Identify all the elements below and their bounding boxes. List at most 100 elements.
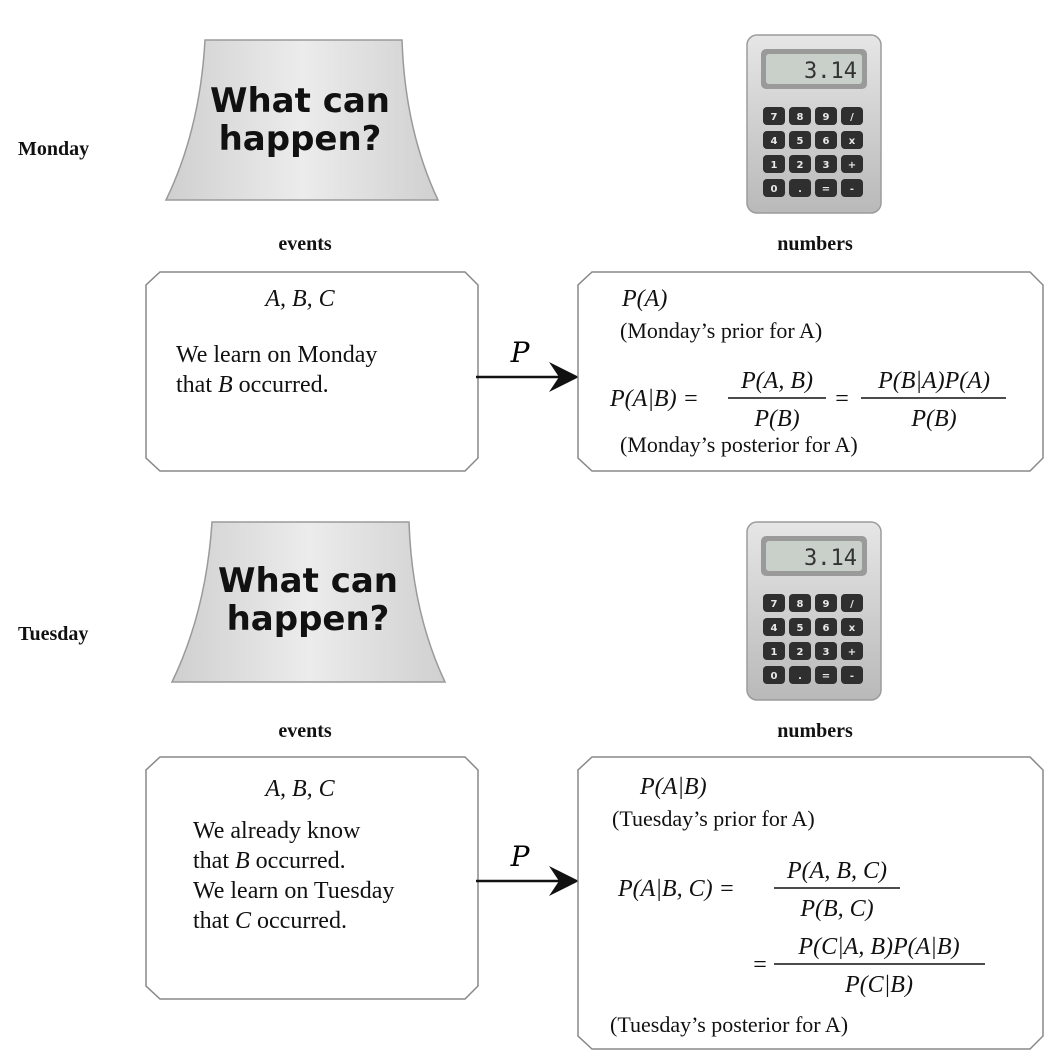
calculator-key bbox=[841, 179, 863, 197]
calculator-key-label: + bbox=[848, 160, 856, 171]
calculator-key bbox=[789, 131, 811, 149]
calculator-key bbox=[763, 642, 785, 660]
calculator-key-label: = bbox=[822, 671, 830, 682]
calculator-key-label: 8 bbox=[797, 112, 804, 123]
calculator-key-label: 3 bbox=[823, 647, 830, 658]
events-text-line2: that B occurred. bbox=[176, 372, 329, 398]
calculator-key-label: 6 bbox=[823, 623, 830, 634]
calculator-key-label: + bbox=[848, 647, 856, 658]
events-label: events bbox=[278, 720, 332, 742]
calculator-key bbox=[815, 131, 837, 149]
calculator-key bbox=[815, 666, 837, 684]
fraction1-denominator: P(B) bbox=[753, 406, 799, 432]
posterior-lhs: P(A|B) = bbox=[609, 386, 699, 412]
calculator-key bbox=[841, 107, 863, 125]
posterior-lhs: P(A|B, C) = bbox=[617, 876, 735, 902]
calculator-screen bbox=[766, 541, 862, 571]
sign-line1: What can bbox=[218, 561, 398, 601]
sign-line2: happen? bbox=[219, 119, 382, 159]
calculator-key bbox=[763, 107, 785, 125]
calculator-key bbox=[841, 666, 863, 684]
calculator-key-label: - bbox=[850, 671, 854, 682]
calculator-key bbox=[789, 594, 811, 612]
calculator-key-label: 0 bbox=[771, 184, 778, 195]
calculator-key bbox=[841, 618, 863, 636]
calculator-key bbox=[763, 179, 785, 197]
sign-monday: What can happen? bbox=[164, 39, 440, 201]
calculator-key bbox=[815, 642, 837, 660]
calculator-key-label: x bbox=[849, 623, 856, 634]
calculator-key-label: / bbox=[850, 599, 854, 610]
calculator-key-label: 4 bbox=[771, 136, 778, 147]
equals-sign: = bbox=[753, 952, 767, 978]
calculator-key bbox=[763, 666, 785, 684]
calculator-display: 3.14 bbox=[804, 59, 857, 84]
events-vars: A, B, C bbox=[263, 286, 335, 312]
fraction2-numerator: P(C|A, B)P(A|B) bbox=[797, 934, 959, 960]
calculator-key bbox=[841, 155, 863, 173]
calculator-key-label: 2 bbox=[797, 160, 804, 171]
fraction2-numerator: P(B|A)P(A) bbox=[877, 368, 990, 394]
calculator-key bbox=[789, 179, 811, 197]
calculator-key-label: / bbox=[850, 112, 854, 123]
calculator-screen bbox=[766, 54, 862, 84]
events-label: events bbox=[278, 233, 332, 255]
calculator-key bbox=[815, 179, 837, 197]
calculator-key-label: 7 bbox=[771, 599, 778, 610]
calculator-display: 3.14 bbox=[804, 546, 857, 571]
posterior-caption: (Monday’s posterior for A) bbox=[620, 432, 858, 457]
calculator-key-label: 2 bbox=[797, 647, 804, 658]
calculator-key-label: 4 bbox=[771, 623, 778, 634]
calculator-key-label: 7 bbox=[771, 112, 778, 123]
calculator-key bbox=[841, 642, 863, 660]
fraction1-denominator: P(B, C) bbox=[799, 896, 873, 922]
calculator-key-label: 8 bbox=[797, 599, 804, 610]
events-box bbox=[145, 271, 479, 472]
equals-sign: = bbox=[835, 386, 849, 412]
prior-expression: P(A|B) bbox=[639, 774, 707, 800]
prior-expression: P(A) bbox=[621, 286, 667, 312]
calculator-key-label: . bbox=[798, 671, 802, 682]
calculator-key bbox=[789, 666, 811, 684]
fraction2-denominator: P(B) bbox=[910, 406, 956, 432]
day-label-tuesday: Tuesday bbox=[18, 623, 88, 645]
calculator-key-label: 1 bbox=[771, 160, 778, 171]
numbers-label: numbers bbox=[777, 233, 853, 255]
calculator-key bbox=[815, 107, 837, 125]
fraction2-denominator: P(C|B) bbox=[844, 972, 913, 998]
calculator-key bbox=[763, 618, 785, 636]
arrow-label-p: P bbox=[510, 840, 531, 873]
calculator-key-label: = bbox=[822, 184, 830, 195]
fraction1-numerator: P(A, B, C) bbox=[786, 858, 887, 884]
calculator-key-label: 9 bbox=[823, 599, 830, 610]
day-label-monday: Monday bbox=[18, 138, 89, 160]
calculator-key bbox=[763, 155, 785, 173]
calculator-key-label: - bbox=[850, 184, 854, 195]
calculator-key-label: 9 bbox=[823, 112, 830, 123]
calculator-key bbox=[763, 594, 785, 612]
calculator-key bbox=[815, 618, 837, 636]
sign-tuesday: What can happen? bbox=[170, 521, 447, 683]
events-box bbox=[145, 756, 479, 1000]
numbers-box bbox=[577, 271, 1044, 472]
events-text-line4: that C occurred. bbox=[193, 908, 347, 934]
calculator-key bbox=[815, 594, 837, 612]
calculator-key bbox=[789, 155, 811, 173]
calculator-key-label: 1 bbox=[771, 647, 778, 658]
calculator-key bbox=[841, 131, 863, 149]
arrow-label-p: P bbox=[510, 336, 531, 369]
sign-line1: What can bbox=[210, 81, 390, 121]
calculator-key bbox=[815, 155, 837, 173]
events-vars: A, B, C bbox=[263, 776, 335, 802]
calculator-key-label: 6 bbox=[823, 136, 830, 147]
sign-line2: happen? bbox=[227, 599, 390, 639]
calculator-key-label: 3 bbox=[823, 160, 830, 171]
events-text-line2: that B occurred. bbox=[193, 848, 346, 874]
calculator-key bbox=[789, 618, 811, 636]
